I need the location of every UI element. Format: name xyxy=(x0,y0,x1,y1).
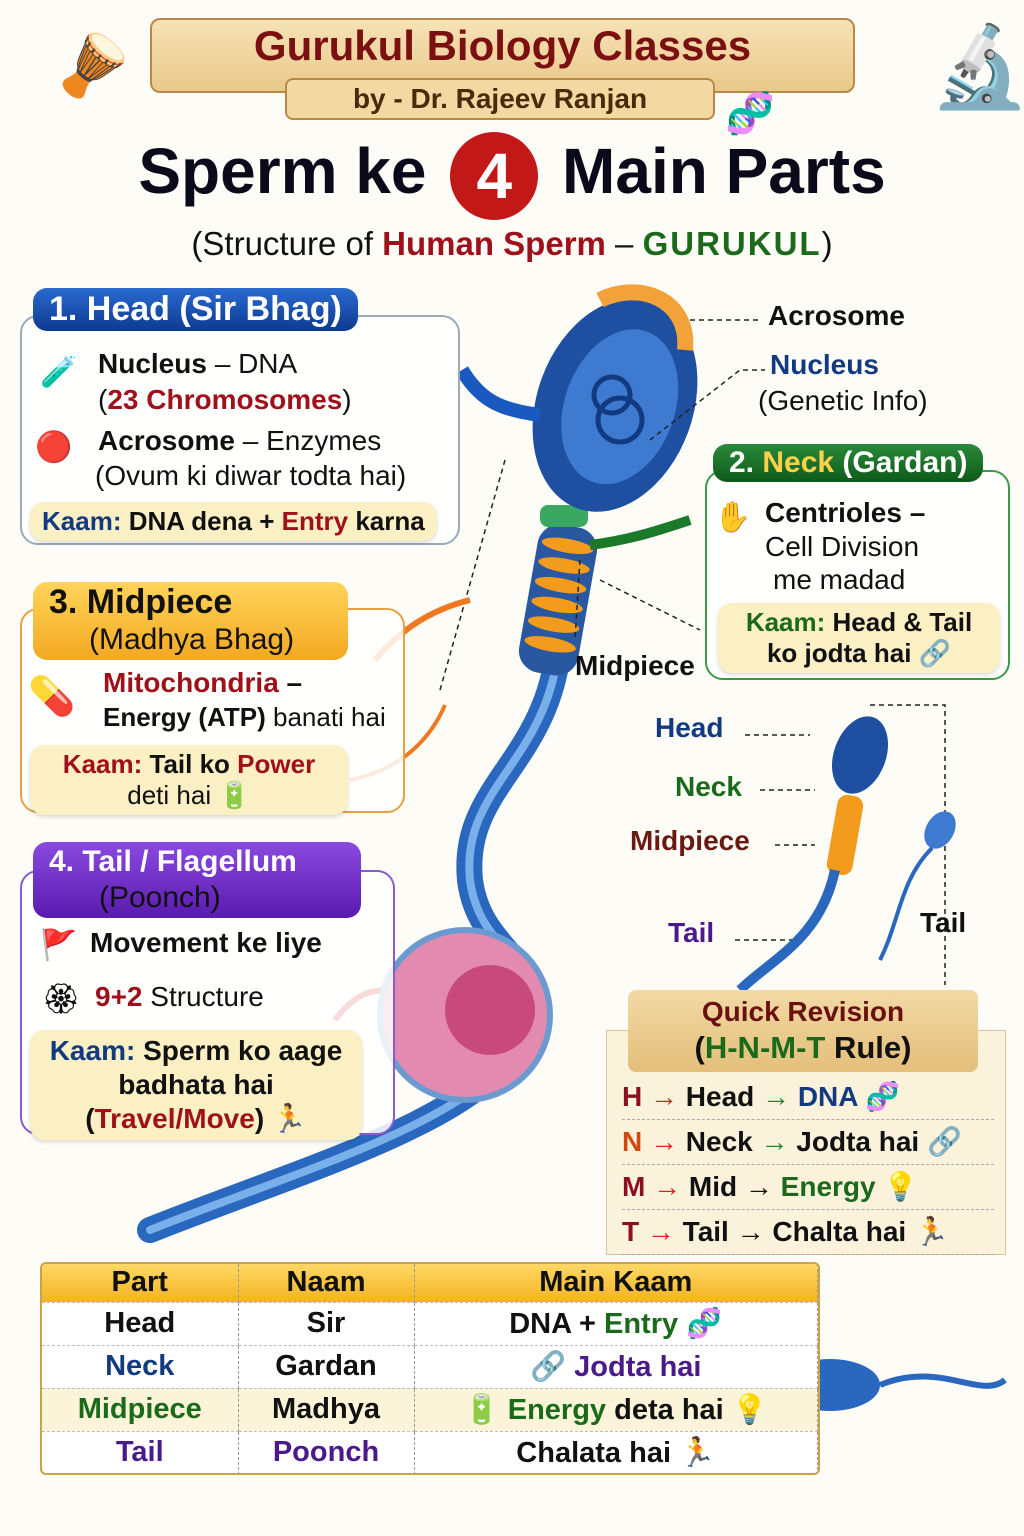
cell-naam: Poonch xyxy=(238,1431,415,1473)
cell-kaam: Chalata hai 🏃 xyxy=(414,1431,818,1473)
structure-icon: 🏵 xyxy=(42,983,81,1016)
subtitle: (Structure of Human Sperm – GURUKUL) xyxy=(191,225,833,262)
head-card-title: 1. Head (Sir Bhag) xyxy=(33,288,358,331)
revision-meaning: Energy xyxy=(780,1171,876,1202)
cell-naam: Madhya xyxy=(238,1388,415,1432)
cell-naam: Gardan xyxy=(238,1345,415,1389)
revision-letter: H xyxy=(622,1081,643,1112)
label-genetic-info: (Genetic Info) xyxy=(758,385,928,416)
tail-card-title: 4. Tail / Flagellum(Poonch) xyxy=(33,842,361,918)
tail-line1: Movement ke liye xyxy=(90,927,322,958)
dna-icon: 🧬 xyxy=(725,92,775,136)
revision-letter: M xyxy=(622,1171,646,1202)
table-header-kaam: Main Kaam xyxy=(414,1264,818,1303)
small-label-head: Head xyxy=(655,712,724,743)
revision-row: H → Head → DNA 🧬 xyxy=(622,1075,994,1120)
nucleus-coil xyxy=(595,395,645,445)
label-nucleus: Nucleus xyxy=(770,349,879,380)
revision-part: Neck xyxy=(685,1126,753,1157)
revision-icon: 💡 xyxy=(883,1171,919,1202)
tail-line2: 9+2 Structure xyxy=(95,981,264,1012)
revision-icon: 🔗 xyxy=(927,1126,962,1157)
centriole-icon: ✋ xyxy=(714,501,752,534)
acrosome-cap xyxy=(596,284,694,351)
revision-meaning: DNA xyxy=(797,1081,858,1112)
label-midpiece: Midpiece xyxy=(575,650,695,681)
acrosome-icon: 🔴 xyxy=(35,431,73,464)
cell-kaam: DNA + Entry 🧬 xyxy=(414,1302,818,1346)
revision-icon: 🧬 xyxy=(865,1081,901,1112)
cell-part: Neck xyxy=(42,1345,239,1389)
revision-row: N → Neck → Jodta hai 🔗 xyxy=(622,1120,994,1165)
mitochondria-icon: 💊 xyxy=(28,676,76,718)
small-label-neck: Neck xyxy=(675,771,742,802)
sperm-neck xyxy=(540,505,588,527)
revision-part: Mid xyxy=(688,1171,738,1202)
revision-part: Head xyxy=(685,1081,755,1112)
head-kaam: Kaam: DNA dena + Entry karna xyxy=(30,502,437,541)
drum-icon: 🪘 xyxy=(55,32,130,99)
neck-card-title: 2. Neck (Gardan) xyxy=(713,444,984,482)
header-byline: by - Dr. Rajeev Ranjan xyxy=(285,78,715,120)
revision-meaning: Jodta hai xyxy=(796,1126,920,1157)
nucleus-icon: 🧪 xyxy=(40,356,78,389)
microscope-icon: 🔬 xyxy=(930,22,1024,111)
energy-text: Energy (ATP) banati hai xyxy=(103,702,386,732)
cell-part: Midpiece xyxy=(42,1388,239,1432)
quick-revision-header: Quick Revision(H-N-M-T Rule) xyxy=(628,990,978,1072)
arrow-head xyxy=(455,366,541,422)
chromosomes-text: (23 Chromosomes) xyxy=(98,384,352,415)
small-label-tail: Tail xyxy=(668,917,715,948)
neck-line2: Cell Division xyxy=(765,531,920,562)
header-title: Gurukul Biology Classes xyxy=(253,22,752,69)
table-header-naam: Naam xyxy=(238,1264,415,1303)
revision-row: T → Tail → Chalta hai 🏃 xyxy=(622,1210,994,1255)
revision-part: Tail xyxy=(682,1216,729,1247)
cell-naam: Sir xyxy=(238,1302,415,1346)
flag-icon: 🚩 xyxy=(40,929,78,962)
cell-kaam: 🔗 Jodta hai xyxy=(414,1345,818,1389)
cell-kaam: 🔋 Energy deta hai 💡 xyxy=(414,1388,818,1432)
revision-row: M → Mid → Energy 💡 xyxy=(622,1165,994,1210)
cell-part: Head xyxy=(42,1302,239,1346)
neck-line1: Centrioles – xyxy=(765,497,926,528)
revision-letter: N xyxy=(622,1126,643,1157)
small-sperm-head xyxy=(831,716,889,794)
neck-line3: me madad xyxy=(773,564,906,595)
table-header-part: Part xyxy=(42,1264,239,1303)
arrow-neck xyxy=(589,515,692,550)
acrosome-text: Acrosome – Enzymes xyxy=(98,425,382,456)
revision-letter: T xyxy=(622,1216,640,1247)
nucleus-text: Nucleus – DNA xyxy=(98,348,298,379)
revision-meaning: Chalta hai xyxy=(772,1216,907,1247)
revision-icon: 🏃 xyxy=(913,1216,949,1247)
label-acrosome: Acrosome xyxy=(768,300,905,331)
main-title: Sperm ke 4 Main Parts xyxy=(0,132,1024,220)
number-badge: 4 xyxy=(450,132,539,220)
small-label-midpiece: Midpiece xyxy=(630,825,750,856)
cell-part: Tail xyxy=(42,1431,239,1473)
small-label-tail-2: Tail xyxy=(920,907,967,938)
mito-text: Mitochondria – xyxy=(103,667,303,698)
acrosome-note: (Ovum ki diwar todta hai) xyxy=(95,460,407,491)
midpiece-card-title: 3. Midpiece(Madhya Bhag) xyxy=(33,582,348,660)
